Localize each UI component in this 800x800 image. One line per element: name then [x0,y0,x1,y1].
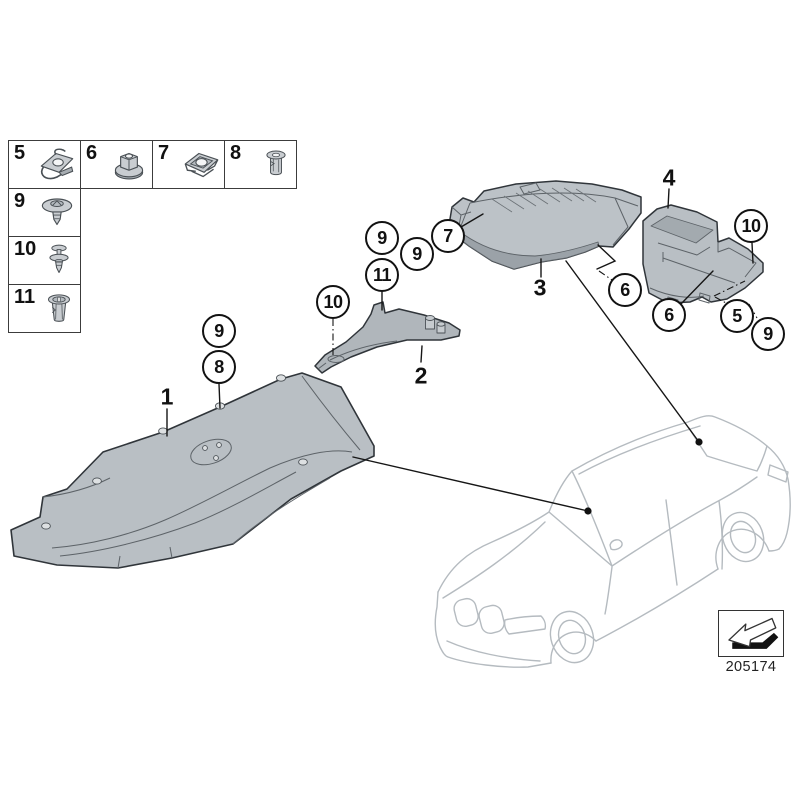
expanding-rivet-icon [49,244,69,273]
fastener-number: 5 [14,142,26,164]
callout-circle-11: 11 [365,258,399,292]
part-1-underbody-panel [10,372,375,569]
fastener-number: 9 [14,190,26,212]
fastener-cell: 10 [8,236,81,285]
part-label-3: 3 [533,274,547,301]
callout-circle-6: 6 [652,298,686,332]
flange-nut-icon [114,152,144,179]
fastener-number: 6 [86,142,98,164]
fastener-cell: 6 [80,140,153,189]
cage-nut-icon [184,152,219,177]
doc-number: 205174 [725,659,777,675]
callout-circle-10: 10 [316,285,350,319]
part-label-1: 1 [160,383,174,410]
callout-circle-9: 9 [202,314,236,348]
expansion-nut-icon [47,293,71,322]
callout-circle-5: 5 [720,299,754,333]
fastener-cell: 9 [8,188,81,237]
callout-circle-8: 8 [202,350,236,384]
callout-circle-9: 9 [400,237,434,271]
spring-nut-icon [40,147,74,179]
arrow-stamp-icon [728,617,779,649]
callout-circle-6: 6 [608,273,642,307]
fastener-number: 10 [14,238,37,260]
callout-circle-9: 9 [751,317,785,351]
fastener-cell: 8 [224,140,297,189]
part-label-4: 4 [662,164,676,191]
part-3-heat-shield [448,180,642,270]
fastener-cell: 11 [8,284,81,333]
callout-circle-9: 9 [365,221,399,255]
part-2-support-bracket [314,301,461,374]
fastener-number: 8 [230,142,242,164]
fastener-number: 11 [14,286,36,308]
fastener-number: 7 [158,142,170,164]
callout-circle-7: 7 [431,219,465,253]
push-rivet-icon [41,197,73,225]
fastener-cell: 7 [152,140,225,189]
callout-circle-10: 10 [734,209,768,243]
part-label-2: 2 [414,362,428,389]
car-outline-sketch [434,415,791,668]
direction-stamp-box [718,610,784,657]
fastener-cell: 5 [8,140,81,189]
leader-end-dots [584,438,703,515]
rivet-nut-icon [266,149,286,175]
leader-lines [166,188,754,512]
